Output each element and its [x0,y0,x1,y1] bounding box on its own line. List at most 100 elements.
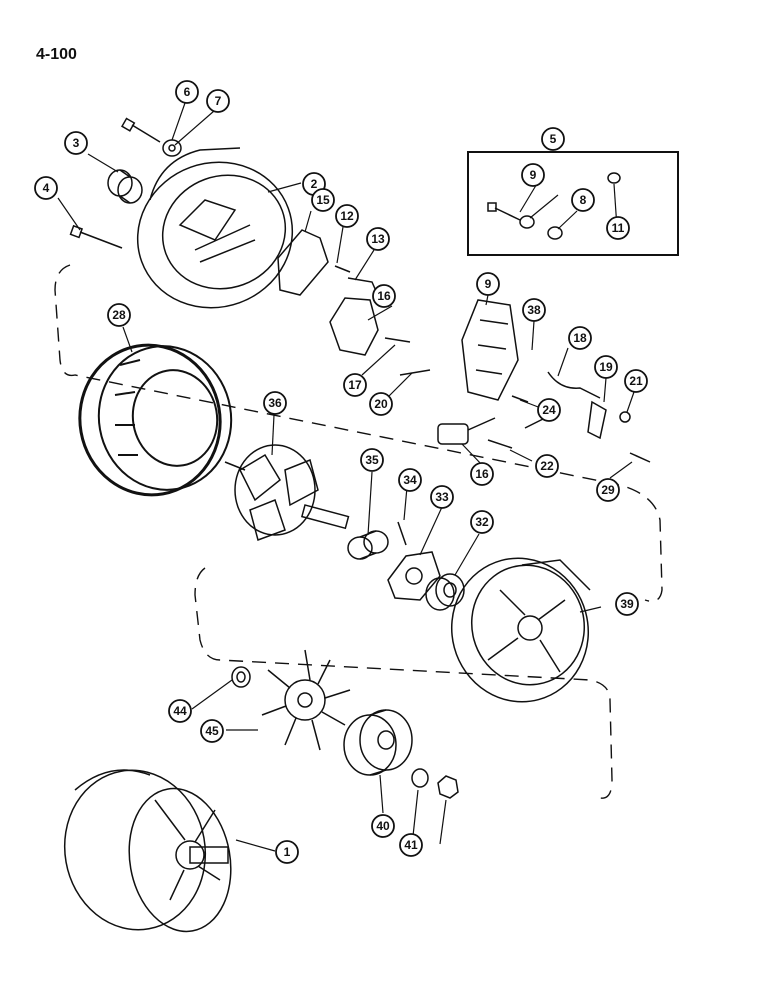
callout-screw: 15 [311,188,335,212]
callout-circle [606,216,630,240]
callout-number: 20 [374,397,388,411]
callout-number: 16 [475,467,489,481]
callout-circle [200,719,224,743]
callout-rectifier: 20 [369,392,393,416]
callout-number: 5 [550,132,557,146]
callout-circle [594,355,618,379]
through-bolt-drawing [69,224,123,249]
callout-circle [537,398,561,422]
callout-circle [343,373,367,397]
callout-number: 34 [403,473,417,487]
callout-number: 7 [215,94,222,108]
callout-circle [275,840,299,864]
callout-number: 38 [527,303,541,317]
callout-number: 28 [112,308,126,322]
callout-drive-end-housing: 32 [470,510,494,534]
callout-circle [335,204,359,228]
callout-circle [624,369,648,393]
callout-circle [369,392,393,416]
callout-fan: 44 [168,699,192,723]
leader-lines [57,102,635,852]
callout-screw: 16 [372,284,396,308]
callout-nut: 9 [476,272,500,296]
callout-circle [311,188,335,212]
callout-circle [366,227,390,251]
rotor-drawing [224,444,350,541]
callout-number: 44 [173,704,187,718]
callout-circle [107,303,131,327]
callout-terminal-nut: 9 [521,163,545,187]
callout-capacitor-bracket: 18 [568,326,592,350]
callout-circle [596,478,620,502]
callout-end-frame-assembly: 1 [275,840,299,864]
stator-drawing [78,343,233,497]
callout-circle [371,814,395,838]
callout-nut: 8 [571,188,595,212]
callout-bearing: 36 [263,391,287,415]
callout-number: 11 [612,221,625,235]
callout-circle [470,462,494,486]
callout-number: 18 [573,331,587,345]
lead-assembly-drawing [511,371,631,440]
callout-number: 24 [542,403,556,417]
callout-number: 29 [601,483,615,497]
kit-box [467,151,679,256]
callout-circle [571,188,595,212]
callout-lead-assembly: 38 [522,298,546,322]
callout-number: 13 [371,232,385,246]
callout-circle [168,699,192,723]
callout-number: 40 [376,819,390,833]
callout-screw: 17 [343,373,367,397]
callout-circle [263,391,287,415]
spacer-drawing [231,666,251,688]
callout-number: 1 [284,845,291,859]
bearing-36-drawing [347,530,389,560]
callout-terminal-washer: 7 [206,89,230,113]
callout-circle [360,448,384,472]
callout-pulley-nut: 41 [399,833,423,857]
screw-35-drawing [397,521,407,546]
callout-screw: 21 [624,369,648,393]
callout-circle [541,127,565,151]
rear-end-housing-drawing [136,147,294,309]
callout-number: 2 [311,177,318,191]
callout-terminal-kit: 5 [541,127,565,151]
callout-number: 22 [540,459,554,473]
pulley-drawing [343,709,413,776]
alternator-assembly-drawing [63,769,232,933]
callout-number: 15 [316,193,330,207]
callout-bearing: 33 [430,485,454,509]
capacitor-drawing [437,417,651,463]
drive-end-housing-drawing [450,557,591,703]
callout-number: 9 [485,277,492,291]
callout-circle [430,485,454,509]
callout-number: 6 [184,85,191,99]
callout-spacer: 39 [615,592,639,616]
callout-circle [470,510,494,534]
callout-number: 45 [205,724,219,738]
callout-screw: 35 [360,448,384,472]
callout-circle [615,592,639,616]
callout-circle [521,163,545,187]
pulley-nut-drawing [437,775,459,799]
lower-group-outline [194,567,613,799]
callout-circle [535,454,559,478]
callout-number: 3 [73,136,80,150]
callout-rotor: 28 [107,303,131,327]
fan-drawing [261,649,351,751]
callout-through-bolt: 4 [34,176,58,200]
bearing-33-drawing [425,573,465,611]
rectifier-drawing [461,299,519,401]
callout-circle [64,131,88,155]
callout-number: 4 [43,181,50,195]
callout-circle [175,80,199,104]
callout-circle [399,833,423,857]
callout-lock-washer: 40 [371,814,395,838]
callout-number: 21 [629,374,643,388]
callout-screw: 22 [535,454,559,478]
lock-washer-drawing [411,768,429,788]
callout-number: 39 [620,597,634,611]
callout-pulley: 45 [200,719,224,743]
callout-number: 33 [435,490,449,504]
